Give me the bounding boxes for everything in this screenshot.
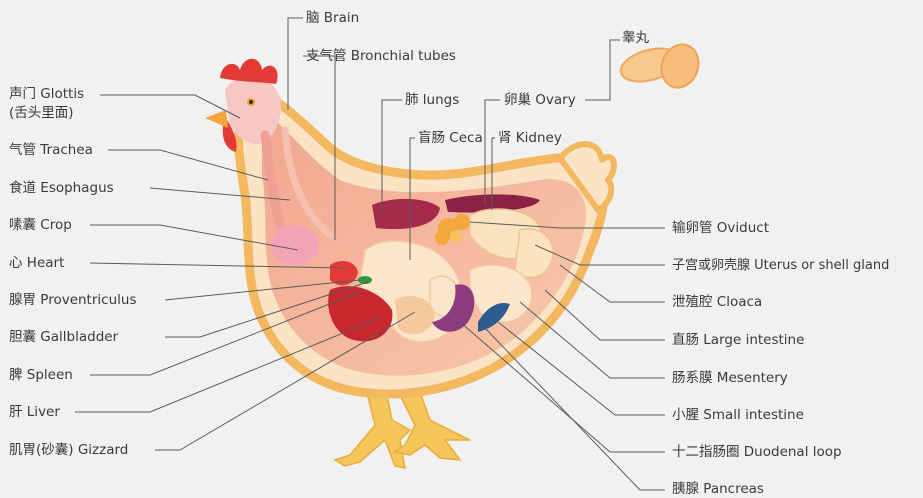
label-glottis: 声门 Glottis	[9, 86, 84, 103]
label-kidney: 肾 Kidney	[498, 130, 562, 147]
label-duodenal-loop: 十二指肠圈 Duodenal loop	[672, 444, 842, 461]
label-cloaca: 泄殖腔 Cloaca	[672, 294, 762, 311]
label-testis: 睾丸	[622, 30, 649, 47]
testis-illustration	[617, 39, 704, 93]
label-small-intestine: 小腥 Small intestine	[672, 407, 804, 424]
label-gallbladder: 胆囊 Gallbladder	[9, 329, 118, 346]
label-pancreas: 胰腺 Pancreas	[672, 481, 764, 498]
label-proventriculus: 腺胃 Proventriculus	[9, 292, 136, 309]
label-liver: 肝 Liver	[9, 404, 60, 421]
crop-organ	[271, 225, 319, 265]
label-heart: 心 Heart	[9, 255, 64, 272]
label-lungs: 肺 lungs	[405, 92, 459, 109]
label-large-intestine: 直肠 Large intestine	[672, 332, 804, 349]
label-spleen: 脾 Spleen	[9, 367, 73, 384]
label-uterus: 子宫或卵壳腺 Uterus or shell gland	[672, 257, 889, 274]
label-trachea: 气管 Trachea	[9, 142, 93, 159]
label-crop: 嗉囊 Crop	[9, 217, 72, 234]
label-brain: 脑 Brain	[306, 10, 359, 27]
label-glottis-note: (舌头里面)	[9, 105, 74, 122]
label-ovary: 卵巢 Ovary	[504, 92, 576, 109]
label-ceca: 盲肠 Ceca	[418, 130, 483, 147]
label-bronchial-tubes: 支气管 Bronchial tubes	[306, 48, 456, 65]
label-oviduct: 输卵管 Oviduct	[672, 220, 769, 237]
label-gizzard: 肌胃(砂囊) Gizzard	[9, 442, 128, 459]
label-esophagus: 食道 Esophagus	[9, 180, 114, 197]
label-mesentery: 肠系膜 Mesentery	[672, 370, 788, 387]
